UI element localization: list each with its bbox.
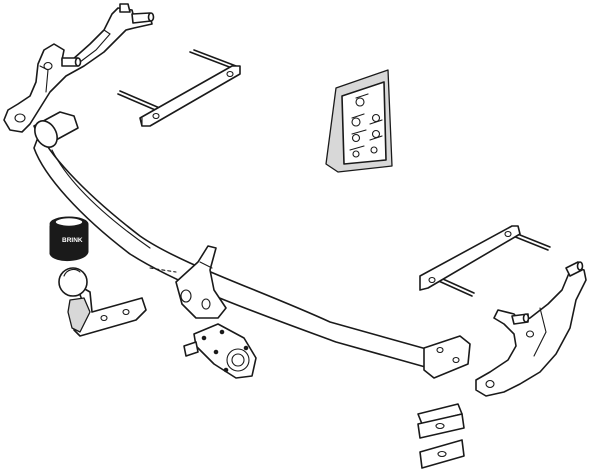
tow-ball-neck [58,267,147,337]
bolt-plate-right [419,225,551,297]
crossbar [33,111,471,379]
hardware-bag [325,69,393,173]
socket-plate [183,323,257,379]
bolt-plate-left [117,49,241,127]
socket-brand-label: BRINK [62,237,83,244]
spacer-plates [417,403,465,469]
mounting-bracket-left [3,3,155,133]
wiring-socket: BRINK [49,216,89,261]
mounting-bracket-right [475,261,587,397]
